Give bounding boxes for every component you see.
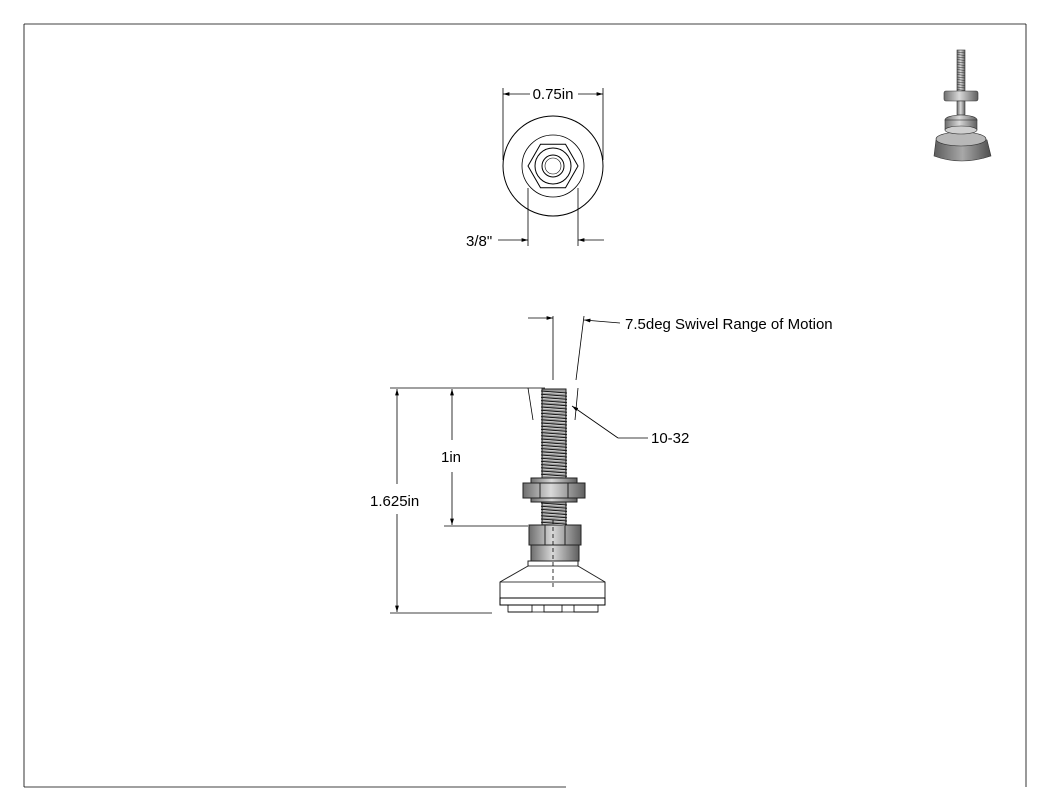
overall-height-dimension: 1.625in	[370, 387, 492, 614]
thread-callout: 10-32	[571, 405, 689, 447]
thread-label: 10-32	[651, 430, 689, 447]
swivel-label: 7.5deg Swivel Range of Motion	[625, 316, 833, 333]
diameter-dimension: 0.75in	[502, 86, 604, 160]
overall-height-label: 1.625in	[370, 493, 419, 510]
hex-nut-outline	[527, 143, 579, 189]
leveling-foot-3d-thumbnail	[933, 49, 992, 162]
top-view: 0.75in 3/8"	[466, 86, 604, 250]
diameter-label: 0.75in	[533, 86, 574, 103]
sheet-border	[23, 23, 1027, 788]
swivel-angle-lines	[527, 315, 585, 590]
threaded-stud	[540, 388, 568, 526]
hex-dimension: 3/8"	[466, 188, 604, 250]
thread-length-label: 1in	[441, 449, 461, 466]
upper-hex-nut	[522, 477, 586, 503]
swivel-base	[499, 560, 606, 599]
hex-label: 3/8"	[466, 233, 492, 250]
thread-length-dimension: 1in	[441, 387, 545, 527]
side-view: 7.5deg Swivel Range of Motion 10-32 1in …	[370, 315, 833, 614]
lower-hex-nut	[528, 524, 582, 562]
swivel-callout: 7.5deg Swivel Range of Motion	[528, 316, 833, 333]
